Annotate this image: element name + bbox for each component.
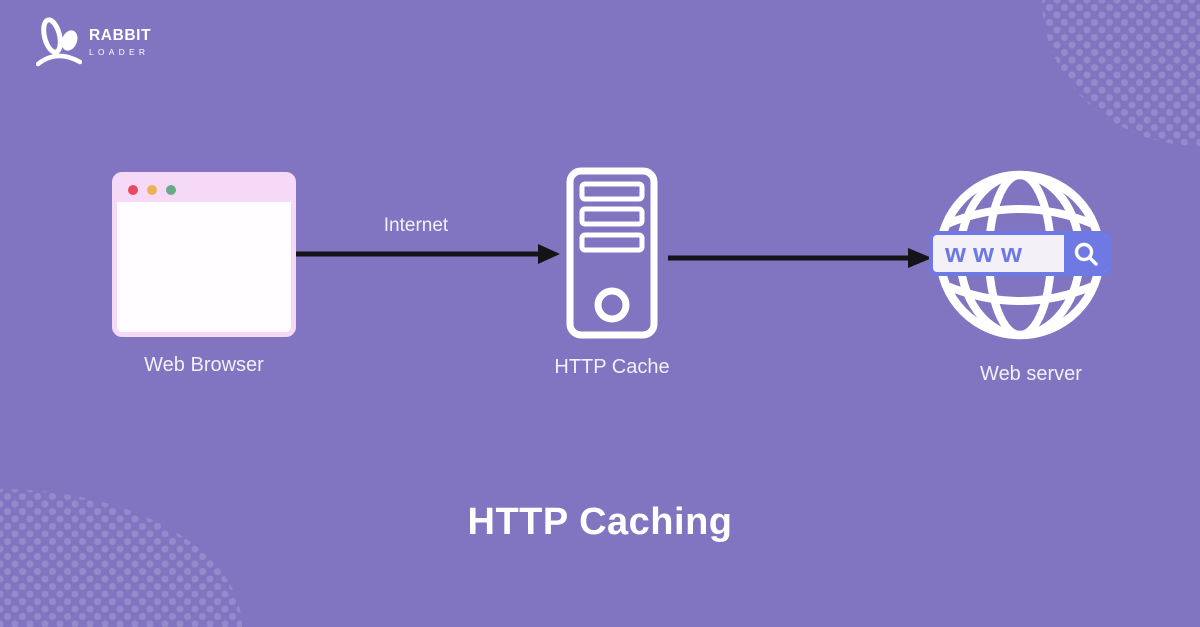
rabbitloader-logo: RABBIT LOADER [36, 16, 151, 68]
browser-titlebar [117, 177, 291, 202]
www-address-bar: www [929, 231, 1111, 276]
rabbit-ears-icon [36, 17, 82, 67]
dot-pattern-top-right [1042, 0, 1200, 146]
logo-brand-subtitle: LOADER [89, 46, 150, 57]
web-server-label: Web server [980, 363, 1082, 385]
address-bar-text: www [945, 238, 1030, 268]
arrow-browser-to-cache [296, 244, 560, 264]
http-cache-label: HTTP Cache [554, 356, 670, 378]
window-maximize-dot [166, 184, 176, 195]
window-minimize-dot [147, 184, 157, 195]
arrow-cache-to-server [668, 248, 932, 268]
web-browser-label: Web Browser [144, 354, 264, 376]
web-server-node: www Web server [929, 167, 1111, 386]
logo-wordmark: RABBIT LOADER [89, 28, 151, 56]
browser-content-area [117, 202, 291, 332]
http-cache-node: HTTP Cache [542, 167, 682, 379]
browser-window-icon [112, 172, 296, 337]
window-close-dot [128, 184, 138, 195]
page-title: HTTP Caching [467, 501, 733, 543]
server-tower-icon [566, 167, 658, 339]
internet-label: Internet [383, 215, 449, 236]
magnifier-icon [1074, 242, 1098, 266]
logo-brand-name: RABBIT [89, 27, 152, 44]
search-button [1064, 235, 1107, 272]
web-browser-node: Web Browser [112, 172, 296, 377]
